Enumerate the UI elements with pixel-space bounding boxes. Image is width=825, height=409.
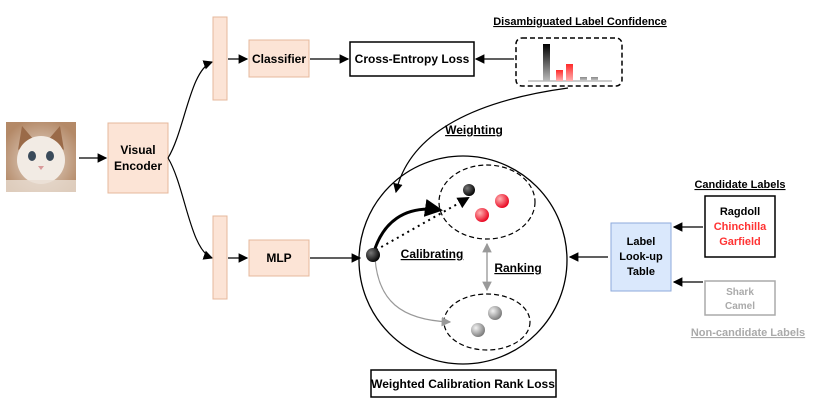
cross-entropy-loss-box: Cross-Entropy Loss <box>349 41 475 77</box>
noncandidate-labels-title: Non-candidate Labels <box>691 327 805 339</box>
confidence-bar <box>543 44 550 81</box>
lookup-line2: Look-up <box>619 251 663 263</box>
candidate-label: Garfield <box>719 236 761 248</box>
cross-entropy-label: Cross-Entropy Loss <box>355 52 470 66</box>
label-lookup-table-box: Label Look-up Table <box>610 222 672 292</box>
candidate-label: Ragdoll <box>720 206 760 218</box>
classifier-label: Classifier <box>252 52 306 66</box>
confidence-bar <box>566 64 573 81</box>
feature-vector-top <box>212 16 228 101</box>
cat-image <box>6 122 76 192</box>
positive-cluster <box>438 164 536 240</box>
visual-encoder-box: Visual Encoder <box>107 122 169 194</box>
visual-encoder-line1: Visual <box>120 143 155 157</box>
classifier-box: Classifier <box>248 39 310 78</box>
lookup-line1: Label <box>627 236 656 248</box>
weighted-loss-label: Weighted Calibration Rank Loss <box>371 377 555 391</box>
prototype-point <box>471 323 485 337</box>
weighted-calibration-rank-loss-box: Weighted Calibration Rank Loss <box>370 369 557 398</box>
prototype-point <box>488 306 502 320</box>
calibrating-label: Calibrating <box>401 247 464 261</box>
candidate-label: Chinchilla <box>714 221 767 233</box>
candidate-labels-title: Candidate Labels <box>694 179 785 191</box>
prototype-point <box>495 194 509 208</box>
confidence-bar <box>591 77 598 81</box>
feature-vector-bottom <box>212 215 228 300</box>
prototype-point <box>475 208 489 222</box>
ranking-label: Ranking <box>494 261 541 275</box>
confidence-title: Disambiguated Label Confidence <box>493 16 667 28</box>
weighting-label: Weighting <box>445 123 503 137</box>
noncandidate-labels-box: Shark Camel <box>704 280 776 316</box>
embedding-space-circle <box>358 155 568 365</box>
mlp-label: MLP <box>266 251 291 265</box>
lookup-line3: Table <box>627 266 655 278</box>
candidate-labels-box: Ragdoll Chinchilla Garfield <box>704 195 776 258</box>
anchor-embedding <box>366 248 380 262</box>
noncandidate-label: Camel <box>725 301 755 312</box>
confidence-bar <box>556 70 563 81</box>
mlp-box: MLP <box>248 239 310 277</box>
noncandidate-label: Shark <box>726 287 754 298</box>
negative-cluster <box>443 293 531 351</box>
prototype-point <box>463 184 475 196</box>
visual-encoder-line2: Encoder <box>114 159 162 173</box>
confidence-panel <box>515 37 623 87</box>
confidence-bar <box>580 77 587 81</box>
